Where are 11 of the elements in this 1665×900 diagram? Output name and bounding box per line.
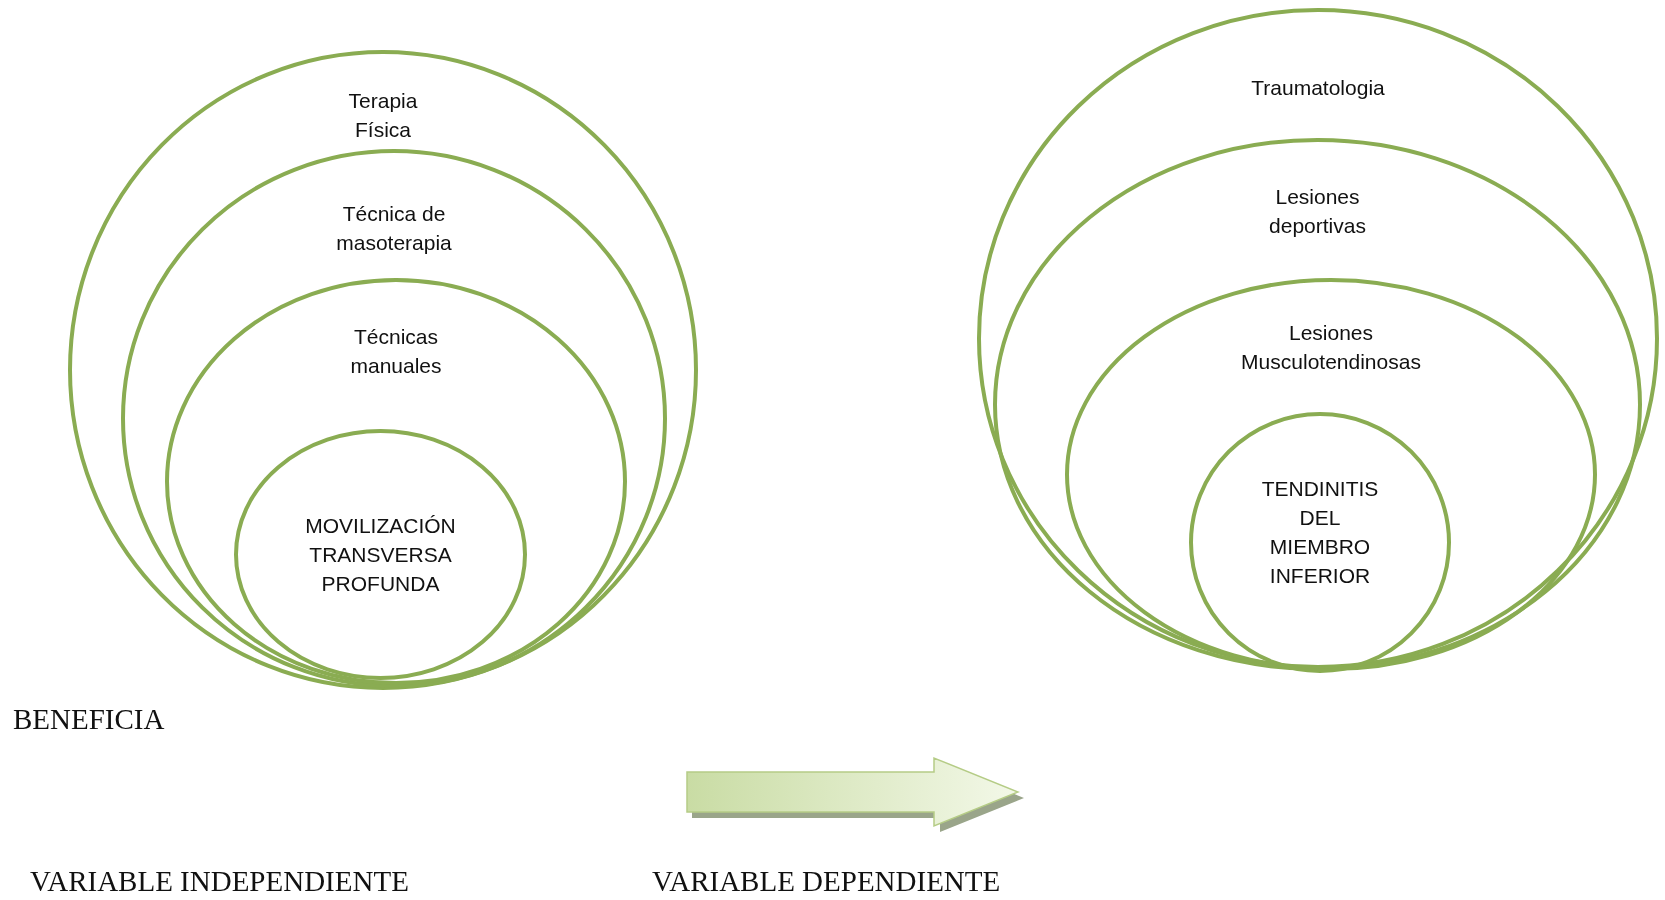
caption-text: VARIABLE INDEPENDIENTE bbox=[30, 865, 409, 898]
node-label: MOVILIZACIÓN TRANSVERSA PROFUNDA bbox=[304, 513, 457, 597]
caption-text: BENEFICIA bbox=[13, 703, 165, 736]
node-label: Terapia Física bbox=[347, 88, 419, 143]
node-label: Lesiones deportivas bbox=[1268, 184, 1367, 239]
node-label: Traumatologia bbox=[1250, 75, 1386, 101]
caption-text: VARIABLE DEPENDIENTE bbox=[652, 865, 1001, 898]
node-label: Técnica de masoterapia bbox=[335, 201, 453, 256]
node-label: Lesiones Musculotendinosas bbox=[1240, 320, 1422, 375]
node-label: TENDINITIS DEL MIEMBRO INFERIOR bbox=[1260, 476, 1380, 589]
node-label: Técnicas manuales bbox=[349, 324, 443, 379]
